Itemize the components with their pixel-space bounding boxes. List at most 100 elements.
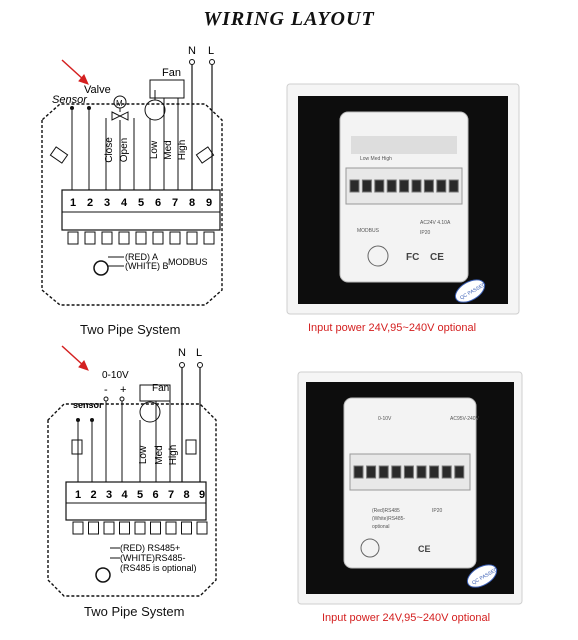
screw2-screw-4 bbox=[391, 465, 402, 479]
pin-row-2 bbox=[72, 521, 208, 535]
d2-terminal-1: 1 bbox=[75, 489, 81, 501]
pointer-arrow-1 bbox=[61, 59, 89, 85]
caption-power-2: Input power 24V,95~240V optional bbox=[322, 612, 491, 624]
supply-l-label: L bbox=[208, 45, 214, 57]
screw1-screw-2 bbox=[361, 179, 372, 193]
board-optional-2: optional bbox=[372, 524, 390, 530]
d2-pin-6 bbox=[150, 521, 161, 535]
d1-pin-9 bbox=[203, 231, 215, 245]
d1-terminal-5: 5 bbox=[138, 197, 144, 209]
valve-symbol: M bbox=[111, 95, 129, 121]
sensor-label-2: sensor bbox=[73, 400, 103, 410]
screw2-screw-8 bbox=[441, 465, 452, 479]
terminal-block-1 bbox=[61, 189, 221, 231]
d2-pin-5 bbox=[134, 521, 146, 535]
screw2-screw-3 bbox=[378, 465, 389, 479]
analog-minus-label: - bbox=[104, 384, 108, 396]
ce-mark-2: CE bbox=[418, 544, 431, 554]
d1-terminal-1: 1 bbox=[70, 197, 76, 209]
analog-plus-label: + bbox=[120, 384, 126, 396]
d1-pin-6 bbox=[152, 231, 164, 245]
d1-pin-1 bbox=[67, 231, 79, 245]
d1-terminal-3: 3 bbox=[104, 197, 110, 209]
screw1-screw-6 bbox=[411, 179, 422, 193]
screw1-screw-4 bbox=[386, 179, 397, 193]
thermostat-outline-1 bbox=[41, 103, 223, 306]
fan-motor-symbol bbox=[144, 79, 185, 121]
d1-pin-3 bbox=[101, 231, 113, 245]
caption-power-1: Input power 24V,95~240V optional bbox=[308, 322, 477, 334]
supply-n-label: N bbox=[188, 45, 196, 57]
board-rs485n-2: (White)RS485- bbox=[372, 516, 405, 522]
screw2-screw-1 bbox=[353, 465, 364, 479]
svg-text:M: M bbox=[116, 99, 123, 108]
screw2-screw-2 bbox=[366, 465, 377, 479]
wire-high-label: High bbox=[177, 140, 188, 161]
sensor-label: Sensor bbox=[52, 94, 88, 106]
sensor-port-1 bbox=[93, 260, 109, 276]
d1-terminal-8: 8 bbox=[189, 197, 195, 209]
fcc-mark-1: FC bbox=[406, 252, 419, 263]
screw2-screw-5 bbox=[403, 465, 414, 479]
d2-pin-7 bbox=[165, 521, 177, 535]
fan-motor-symbol-2 bbox=[139, 384, 171, 423]
screw1-screw-9 bbox=[448, 179, 459, 193]
d1-terminal-9: 9 bbox=[206, 197, 212, 209]
caption-two-pipe-2: Two Pipe System bbox=[84, 604, 185, 619]
d2-terminal-9: 9 bbox=[199, 489, 205, 501]
d1-terminal-2: 2 bbox=[87, 197, 93, 209]
sensor-port-2 bbox=[95, 567, 111, 583]
d1-pin-7 bbox=[169, 231, 181, 245]
fan-label: Fan bbox=[162, 67, 181, 79]
d1-terminal-7: 7 bbox=[172, 197, 178, 209]
wire-open-label: Open bbox=[119, 138, 130, 162]
analog-label: 0-10V bbox=[102, 370, 129, 381]
board-ip-1: IP20 bbox=[420, 230, 431, 236]
bus-modbus-label: MODBUS bbox=[168, 257, 208, 267]
d2-terminal-7: 7 bbox=[168, 489, 174, 501]
d2-pin-2 bbox=[88, 521, 99, 535]
thermostat-photo-2: 0-10V AC95V-240V (Red)RS485 (White)RS485… bbox=[297, 371, 523, 605]
screw1-screw-3 bbox=[374, 179, 385, 193]
d2-terminal-8: 8 bbox=[183, 489, 189, 501]
terminal-block-2 bbox=[65, 481, 207, 521]
wire-low-label: Low bbox=[149, 140, 160, 159]
wire-low-label-2: Low bbox=[138, 445, 149, 464]
screw1-screw-8 bbox=[436, 179, 447, 193]
fan-label-2: Fan bbox=[152, 383, 169, 394]
screw2-screw-7 bbox=[429, 465, 440, 479]
screw1-screw-5 bbox=[399, 179, 410, 193]
board-analog-2: 0-10V bbox=[378, 416, 392, 422]
d2-terminal-6: 6 bbox=[152, 489, 158, 501]
thermostat-photo-1: Low Med High AC24V 4.10A IP20 MODBUS FC … bbox=[286, 83, 520, 315]
valve-label: Valve bbox=[84, 84, 111, 96]
supply-n-label-2: N bbox=[178, 347, 186, 359]
d2-terminal-3: 3 bbox=[106, 489, 112, 501]
bus-rs485n-label: (WHITE)RS485- bbox=[120, 553, 186, 563]
d2-terminal-4: 4 bbox=[121, 489, 128, 501]
screw2-screw-9 bbox=[454, 465, 465, 479]
d2-terminal-2: 2 bbox=[90, 489, 96, 501]
board-rs485p-2: (Red)RS485 bbox=[372, 508, 400, 514]
pin-row-1 bbox=[67, 231, 215, 245]
bus-rs485p-label: (RED) RS485+ bbox=[120, 543, 180, 553]
board-rating-2: AC95V-240V bbox=[450, 416, 480, 422]
caption-two-pipe-1: Two Pipe System bbox=[80, 322, 181, 337]
d2-pin-1 bbox=[72, 521, 84, 535]
board-modbus-1: MODBUS bbox=[357, 228, 380, 234]
wire-med-label-2: Med bbox=[154, 445, 165, 464]
supply-n-terminal bbox=[189, 59, 195, 65]
bus-optional-label: (RS485 is optional) bbox=[120, 563, 197, 573]
wire-high-label-2: High bbox=[168, 445, 179, 466]
screw1-screw-7 bbox=[423, 179, 434, 193]
wire-med-label: Med bbox=[163, 140, 174, 159]
screw2-screw-6 bbox=[416, 465, 427, 479]
svg-text:Low Med High: Low Med High bbox=[360, 156, 392, 162]
d1-pin-8 bbox=[186, 231, 198, 245]
wire-close-label: Close bbox=[104, 137, 115, 163]
bus-white-label: (WHITE) B bbox=[125, 261, 169, 271]
d2-pin-8 bbox=[181, 521, 192, 535]
